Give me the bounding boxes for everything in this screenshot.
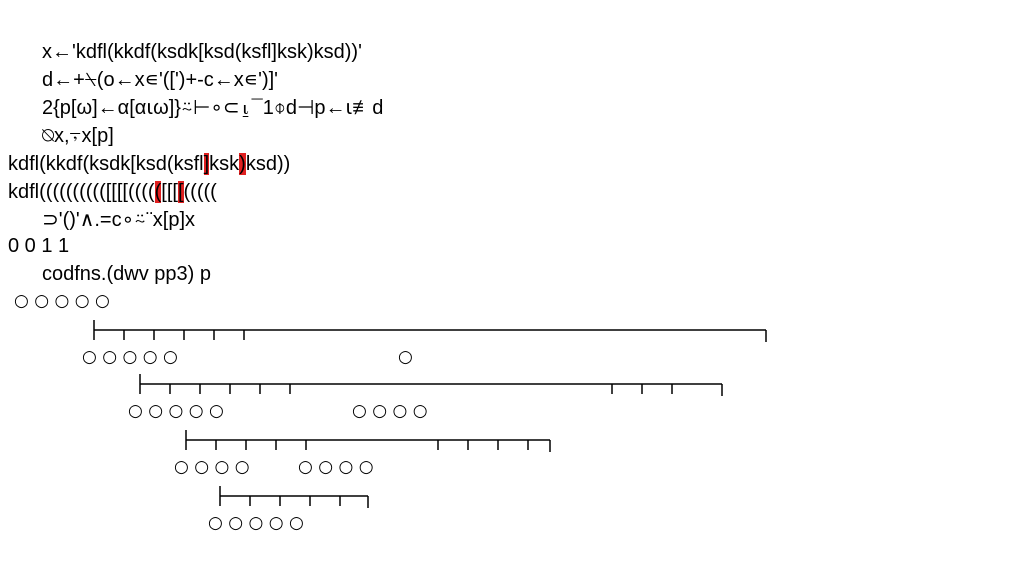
- line-5-part-c: ksd)): [245, 153, 291, 175]
- code-line-2: d←+⍀(o←x∊'([')+-c←x∊')]': [42, 69, 279, 91]
- code-line-4: ⍉x,⍪x[p]: [42, 125, 114, 147]
- code-line-1: x←'kdfl(kkdf(ksdk[ksd(ksfl]ksk)ksd))': [42, 41, 362, 63]
- circle-row-2: ○ ○ ○ ○ ○: [82, 347, 178, 367]
- circle-row-3: ○ ○ ○ ○ ○: [128, 401, 224, 421]
- code-line-3: 2{p[ω]←α[α⍳ω]}⍨⊢∘⊂⍸¯1⌽d⊣p←⍳≢d: [42, 97, 384, 119]
- tree-branch-3: [185, 428, 556, 452]
- tree-branch-2: [139, 372, 730, 396]
- code-line-8: 0 0 1 1: [8, 235, 70, 257]
- tree-branch-4-lines: [219, 486, 369, 508]
- highlight-mark-1: ]: [203, 153, 210, 175]
- highlight-mark-2: ): [239, 153, 246, 175]
- line-6-part-c: (((((: [183, 181, 217, 203]
- line-5-part-b: ksk: [209, 153, 240, 175]
- circle-row-1: ○ ○ ○ ○ ○: [14, 291, 110, 311]
- code-line-9: codfns.(dwv pp3) p: [42, 263, 211, 285]
- circle-row-4: ○ ○ ○ ○: [174, 457, 250, 477]
- circle-row-2-right: ○: [398, 347, 413, 367]
- highlight-mark-4: [: [177, 181, 184, 203]
- code-line-6: kdfl(((((((((([[[[((((([[[[(((((: [8, 180, 217, 204]
- highlight-mark-3: (: [154, 181, 162, 203]
- tree-branch-4: [219, 484, 380, 508]
- tree-branch-1-lines: [93, 320, 767, 342]
- line-5-part-a: kdfl(kkdf(ksdk[ksd(ksfl: [8, 153, 204, 175]
- circle-row-5: ○ ○ ○ ○ ○: [208, 513, 304, 533]
- tree-branch-1: [93, 318, 774, 342]
- tree-branch-3-lines: [185, 430, 551, 452]
- line-6-part-a: kdfl(((((((((([[[[((((: [8, 181, 155, 203]
- code-line-7: ⊃'()'∧.=c∘⍨¨x[p]x: [42, 209, 196, 231]
- line-6-part-b: [[[: [161, 181, 178, 203]
- circle-row-3-right: ○ ○ ○ ○: [352, 401, 428, 421]
- circle-row-4-right: ○ ○ ○ ○: [298, 457, 374, 477]
- tree-branch-2-lines: [139, 374, 723, 396]
- code-line-5: kdfl(kkdf(ksdk[ksd(ksfl]ksk)ksd)): [8, 152, 290, 176]
